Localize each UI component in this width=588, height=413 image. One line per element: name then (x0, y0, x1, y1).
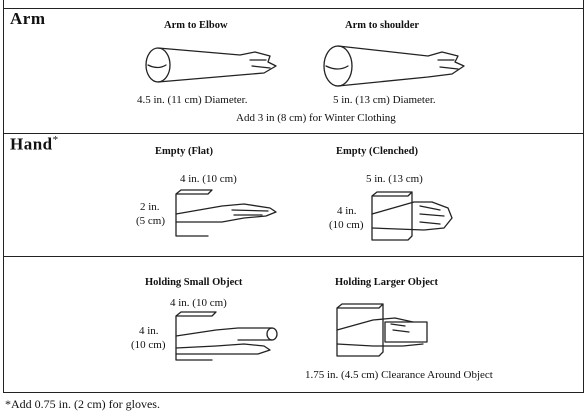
table-frame (3, 0, 584, 393)
clenched-height-cm: (10 cm) (329, 219, 364, 231)
section-title-arm: Arm (10, 9, 46, 28)
small-object-width-dimension: 4 in. (10 cm) (170, 297, 227, 309)
winter-clothing-note: Add 3 in (8 cm) for Winter Clothing (236, 112, 396, 124)
flat-height-inches: 2 in. (140, 201, 160, 213)
flat-width-dimension: 4 in. (10 cm) (180, 173, 237, 185)
holding-larger-object-label: Holding Larger Object (335, 277, 439, 288)
small-object-height-inches: 4 in. (139, 325, 159, 337)
empty-flat-hand-illustration (175, 189, 277, 237)
arm-to-elbow-dimension: 4.5 in. (11 cm) Diameter. (137, 94, 248, 106)
table-row-divider (3, 133, 584, 134)
empty-flat-label: Empty (Flat) (155, 146, 214, 157)
small-object-height-cm: (10 cm) (131, 339, 166, 351)
clearance-note: 1.75 in. (4.5 cm) Clearance Around Objec… (305, 369, 493, 381)
empty-clenched-hand-illustration (371, 191, 453, 241)
gloves-footnote: *Add 0.75 in. (2 cm) for gloves. (5, 397, 160, 411)
arm-to-shoulder-dimension: 5 in. (13 cm) Diameter. (333, 94, 436, 106)
clenched-width-dimension: 5 in. (13 cm) (366, 173, 423, 185)
arm-to-shoulder-label: Arm to shoulder (345, 20, 420, 31)
table-row-divider (3, 256, 584, 257)
table-row-divider (3, 8, 584, 9)
holding-small-object-illustration (175, 311, 278, 361)
arm-to-elbow-label: Arm to Elbow (164, 20, 228, 31)
holding-larger-object-illustration (336, 303, 428, 357)
empty-clenched-label: Empty (Clenched) (336, 146, 418, 157)
holding-small-object-label: Holding Small Object (145, 277, 243, 288)
section-title-hand: Hand* (10, 134, 59, 154)
arm-to-shoulder-illustration (323, 45, 465, 87)
clenched-height-inches: 4 in. (337, 205, 357, 217)
arm-to-elbow-illustration (145, 47, 277, 83)
flat-height-cm: (5 cm) (136, 215, 166, 227)
